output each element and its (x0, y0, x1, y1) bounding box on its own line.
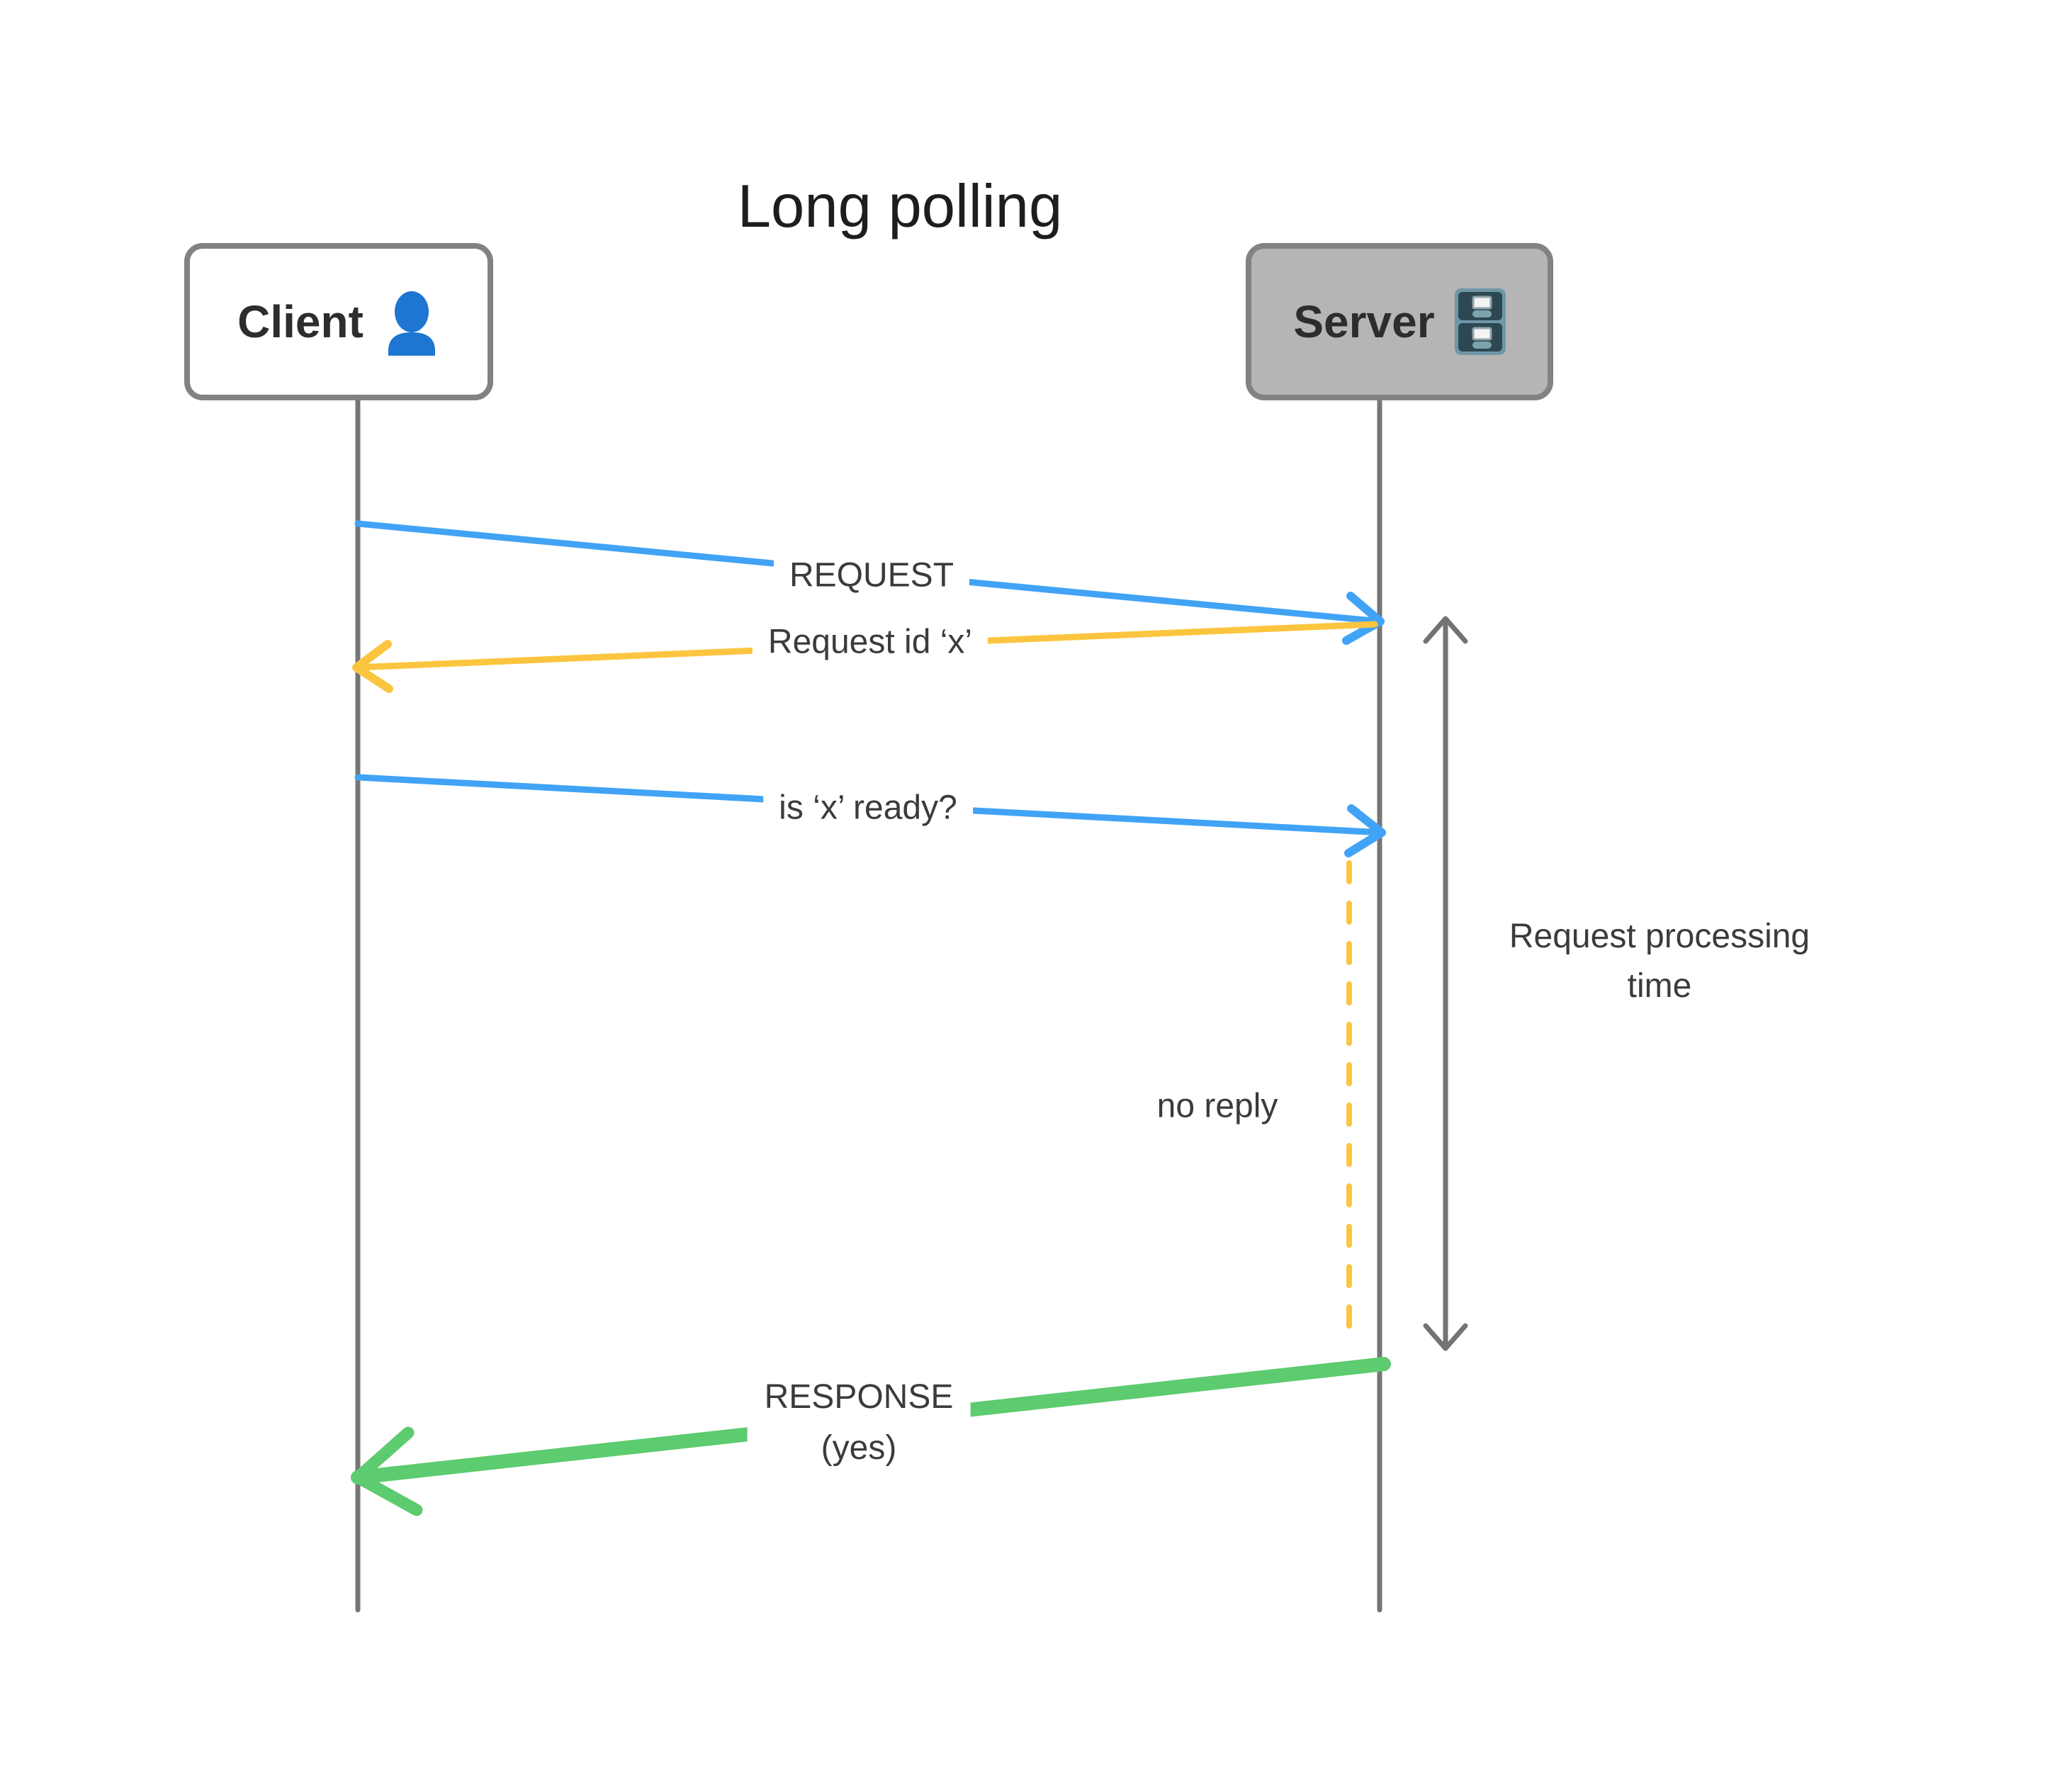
request-message-label: REQUEST (773, 551, 970, 599)
response-message-label: RESPONSE (yes) (747, 1369, 971, 1477)
is-ready-arrowhead (1344, 804, 1386, 857)
server-cabinet-icon (1454, 288, 1506, 355)
client-actor-box: Client (184, 243, 493, 400)
no-reply-label: no reply (1141, 1082, 1294, 1130)
processing-time-arrowhead-bottom (1423, 1323, 1468, 1351)
response-arrowhead (351, 1426, 423, 1516)
processing-time-arrowhead-top (1423, 616, 1468, 644)
response-label-sub: (yes) (821, 1429, 897, 1467)
is-ready-message-label: is ‘x’ ready? (763, 784, 973, 832)
request-id-arrowhead (352, 640, 393, 693)
request-id-message-label: Request id ‘x’ (752, 618, 988, 666)
server-actor-label: Server (1293, 296, 1435, 347)
person-icon (383, 288, 440, 356)
response-label-main: RESPONSE (764, 1378, 954, 1416)
client-actor-label: Client (237, 296, 364, 347)
request-arrowhead (1342, 592, 1385, 645)
processing-time-annotation: Request processing time (1509, 918, 1810, 1005)
diagram-title: Long polling (737, 173, 1063, 240)
server-actor-box: Server (1246, 243, 1553, 400)
